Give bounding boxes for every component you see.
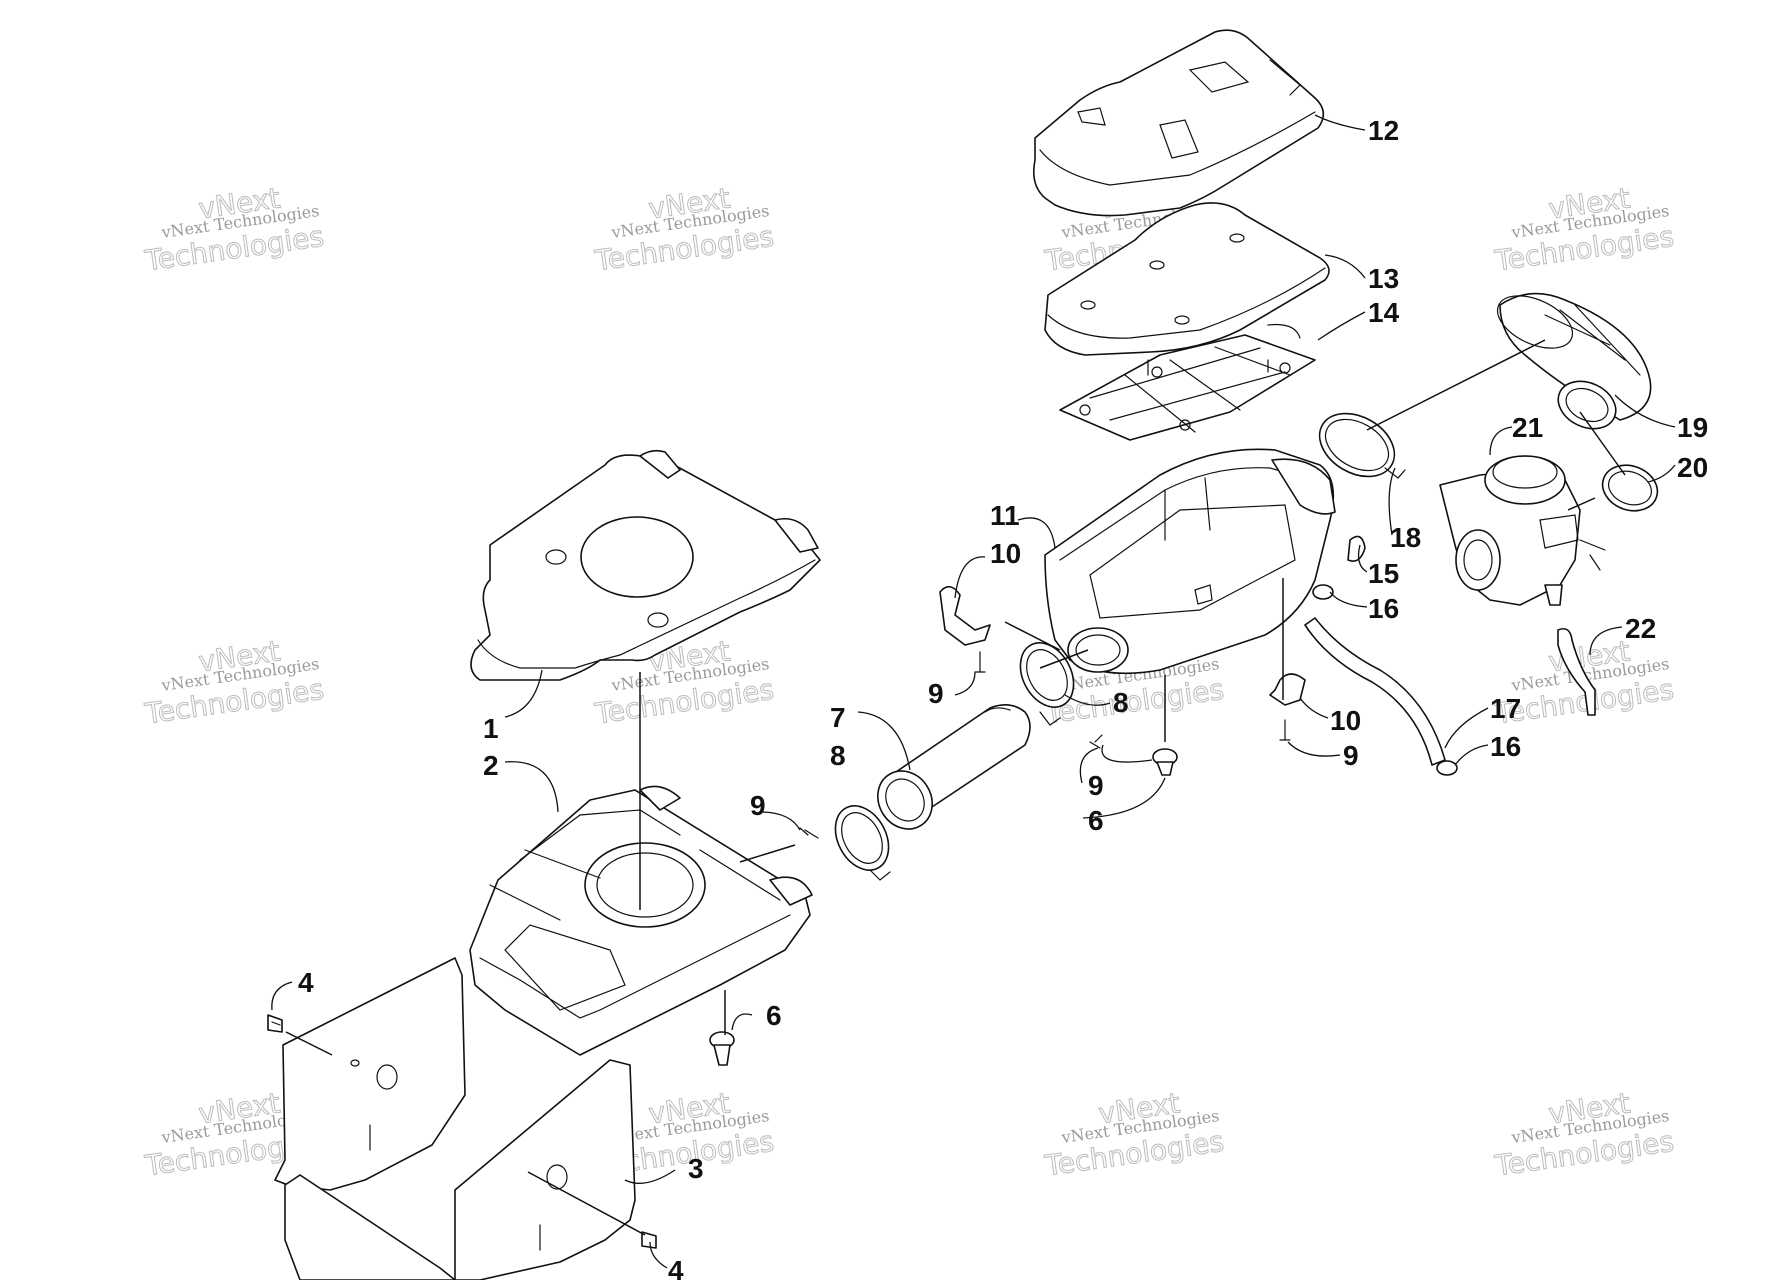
callout-8-upper: 8	[1113, 687, 1129, 718]
callout-9-d: 9	[750, 790, 766, 821]
callout-labels: 1 2 3 4 4 6 6 7 8 8 9 9 9 9 10 10 11 12 …	[298, 115, 1708, 1280]
bolt-upper	[267, 1014, 283, 1033]
callout-21: 21	[1512, 412, 1543, 443]
hose-clip-16-upper	[1312, 584, 1334, 600]
carb-clamp	[1601, 464, 1659, 512]
callout-22: 22	[1625, 613, 1656, 644]
callout-9-a: 9	[928, 678, 944, 709]
callout-4-upper: 4	[298, 967, 314, 998]
screws	[799, 651, 1291, 839]
filter-cage	[1059, 323, 1316, 441]
drain-hose-17	[1304, 617, 1446, 766]
boot-clamp	[1318, 412, 1406, 479]
callout-13: 13	[1368, 263, 1399, 294]
carburetor	[1439, 455, 1606, 606]
callout-16-lower: 16	[1490, 731, 1521, 762]
callout-10-upper: 10	[990, 538, 1021, 569]
vent-hose-22	[1557, 627, 1596, 716]
hose-clip-16-lower	[1436, 760, 1458, 776]
callout-4-lower: 4	[668, 1255, 684, 1280]
hose-clamp-upper	[1019, 642, 1075, 726]
callout-8-lower: 8	[830, 740, 846, 771]
grommet-upper	[1152, 748, 1178, 776]
callout-6-upper: 6	[1088, 805, 1104, 836]
callout-3: 3	[688, 1153, 704, 1184]
callout-18: 18	[1390, 522, 1421, 553]
heat-shield-plate	[470, 449, 821, 681]
callout-1: 1	[483, 713, 499, 744]
bolt-lower	[641, 1231, 657, 1249]
intake-tube	[877, 704, 1031, 830]
air-filter-element	[1044, 202, 1330, 356]
intake-boot	[1496, 292, 1652, 430]
airbox-housing	[1044, 448, 1336, 675]
hose-clip-15	[1347, 535, 1366, 562]
mounting-bracket	[274, 957, 636, 1280]
lower-airbox-tray	[469, 785, 813, 1056]
callout-17: 17	[1490, 693, 1521, 724]
bracket-left	[939, 585, 991, 646]
callout-11: 11	[990, 500, 1020, 531]
callout-14: 14	[1368, 297, 1400, 328]
callout-9-c: 9	[1343, 740, 1359, 771]
callout-6-lower: 6	[766, 1000, 782, 1031]
callout-15: 15	[1368, 558, 1399, 589]
grommet-lower	[709, 1031, 735, 1066]
assembly-axes	[285, 339, 1626, 1236]
leader-lines	[271, 114, 1676, 1269]
callout-20: 20	[1677, 452, 1708, 483]
callout-19: 19	[1677, 412, 1708, 443]
callout-10-lower: 10	[1330, 705, 1361, 736]
callout-12: 12	[1368, 115, 1399, 146]
callout-16-upper: 16	[1368, 593, 1399, 624]
callout-2: 2	[483, 750, 499, 781]
callout-9-b: 9	[1088, 770, 1104, 801]
airbox-cover	[1032, 29, 1325, 217]
bracket-right	[1269, 673, 1306, 706]
hose-clamp-lower	[834, 805, 891, 881]
callout-7: 7	[830, 702, 846, 733]
